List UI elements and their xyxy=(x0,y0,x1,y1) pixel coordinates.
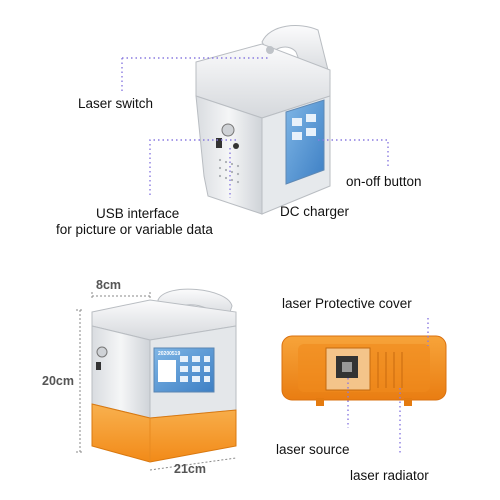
length-dimension: 21cm xyxy=(174,462,206,476)
screen-text: 20200519 xyxy=(158,351,181,357)
dc-charger-label: DC charger xyxy=(280,204,350,219)
usb-interface-label: USB interface xyxy=(96,206,180,221)
top-callout-lines xyxy=(121,57,389,198)
on-off-button-label: on-off button xyxy=(346,174,422,189)
laser-source-label: laser source xyxy=(276,442,350,457)
protective-cover-label: laser Protective cover xyxy=(282,296,412,311)
width-dimension: 8cm xyxy=(96,278,122,292)
height-dimension: 20cm xyxy=(42,374,74,388)
laser-module xyxy=(281,335,447,406)
dimension-lines xyxy=(76,292,237,471)
laser-switch-label: Laser switch xyxy=(78,96,154,111)
usb-interface-sublabel: for picture or variable data xyxy=(56,222,213,237)
bottom-left-device xyxy=(91,288,237,463)
top-device xyxy=(195,25,331,215)
bottom-callout-lines xyxy=(347,318,429,454)
laser-radiator-label: laser radiator xyxy=(350,468,429,483)
